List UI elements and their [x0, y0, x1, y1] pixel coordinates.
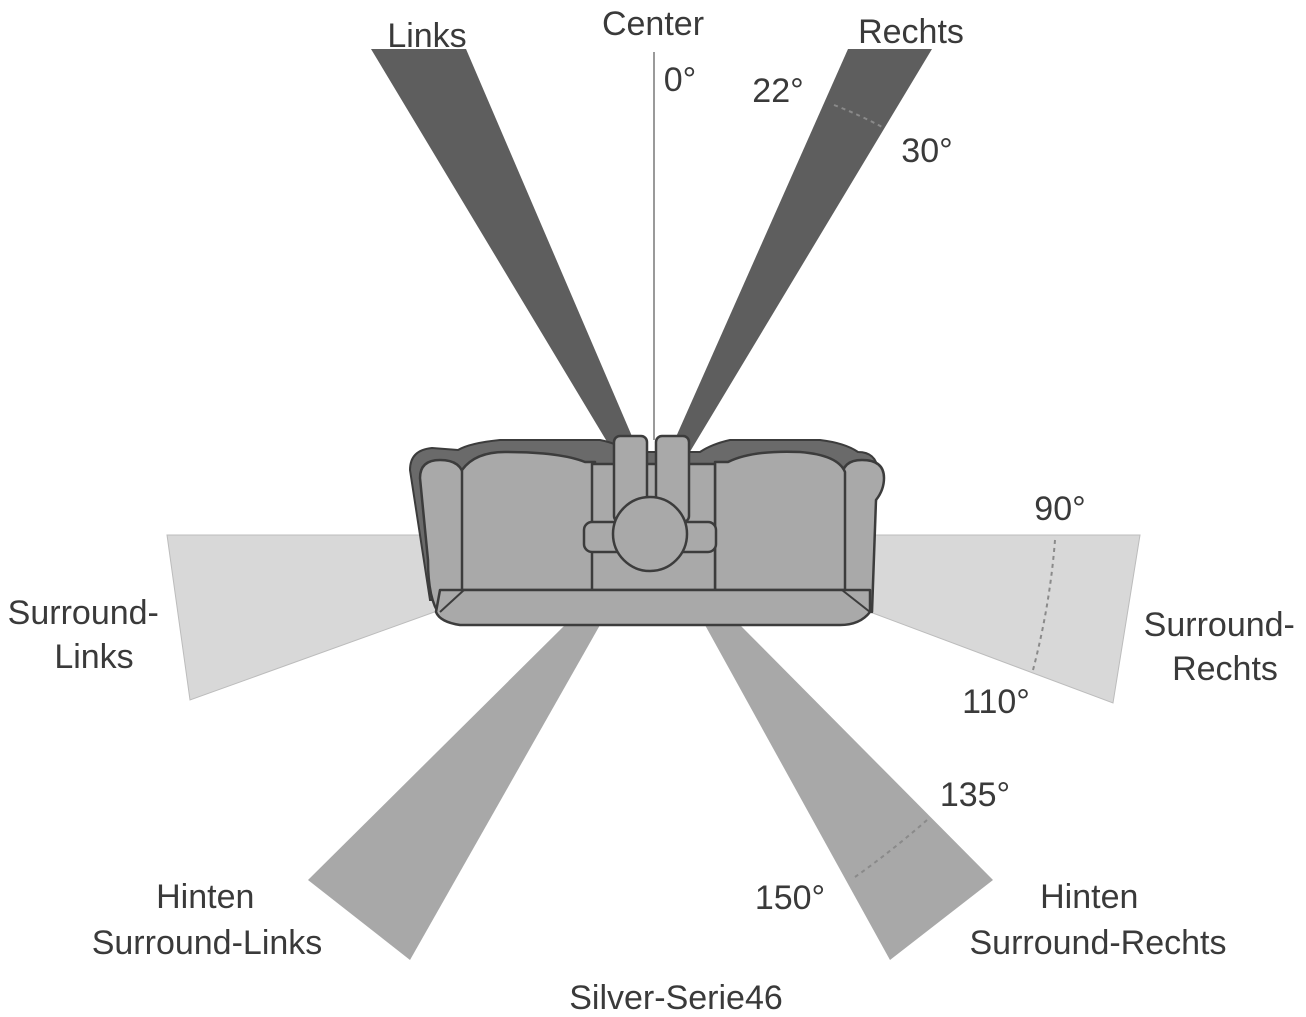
label-rear-left-line1: Hinten [156, 878, 254, 916]
left-speaker-beam [371, 49, 640, 455]
sofa-left-arm [418, 458, 466, 617]
caption: Silver-Serie46 [569, 979, 783, 1017]
label-surround-right: Surround- Rechts [1144, 606, 1305, 688]
sofa-seat-bevel-right [841, 589, 871, 613]
label-rear-right-line1: Hinten [1040, 878, 1138, 916]
label-center: Center [602, 5, 704, 43]
angle-label-110: 110° [962, 683, 1030, 721]
sofa-seat-bevel-left [439, 589, 465, 613]
label-rear-left-line2: Surround-Links [92, 924, 323, 962]
sofa-body [460, 450, 597, 592]
rear-surround-left-beam [308, 625, 600, 960]
angle-arc-22-30 [833, 104, 883, 128]
angle-label-22: 22° [752, 72, 803, 110]
label-surround-left: Surround- Links [8, 594, 169, 676]
label-surround-left-line1: Surround- [8, 594, 159, 632]
angle-label-135: 135° [940, 776, 1010, 814]
label-left: Links [387, 17, 466, 55]
angle-arc-135-150 [854, 819, 928, 878]
surround-left-beam [166, 534, 441, 701]
label-rear-right-line2: Surround-Rechts [969, 924, 1226, 962]
label-rear-right: Hinten Surround-Rechts [969, 878, 1226, 962]
label-surround-right-line1: Surround- [1144, 606, 1295, 644]
label-surround-left-line2: Links [54, 638, 133, 676]
angle-label-30: 30° [901, 132, 952, 170]
sofa-seat-front [434, 588, 872, 627]
angle-label-90: 90° [1034, 490, 1085, 528]
label-surround-right-line2: Rechts [1172, 650, 1278, 688]
angle-arc-90-110 [1032, 539, 1056, 671]
surround-right-beam [869, 534, 1141, 704]
sofa [408, 439, 886, 627]
angle-label-0: 0° [664, 61, 697, 99]
rear-surround-right-beam [705, 625, 993, 960]
label-right: Rechts [858, 13, 964, 51]
angle-label-150: 150° [755, 879, 825, 917]
sofa-right-cushion [713, 450, 847, 592]
label-rear-left: Hinten Surround-Links [92, 878, 323, 962]
right-speaker-beam [668, 49, 932, 455]
sofa-right-arm [840, 458, 886, 614]
listener [582, 434, 718, 573]
listener-head [611, 495, 689, 573]
